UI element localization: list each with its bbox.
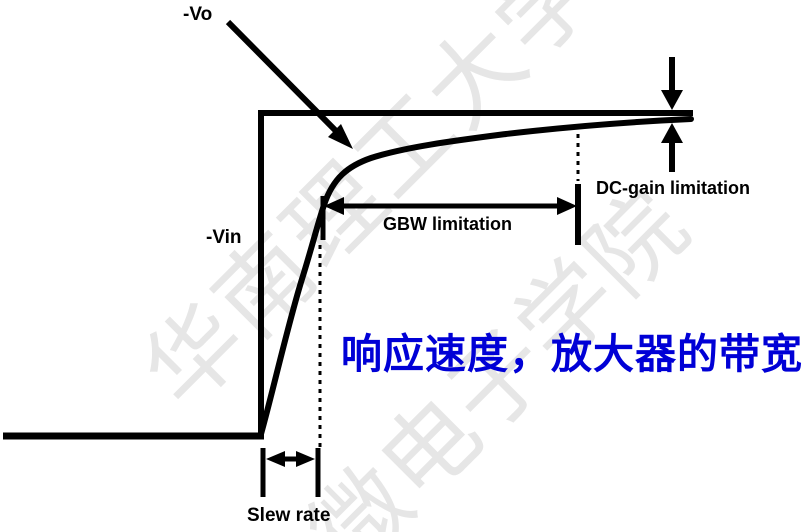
gbw-arrowhead-left [324,197,344,215]
vo-pointer-arrow-line [225,19,339,134]
vin-label: -Vin [206,227,242,248]
output-response-curve [258,116,694,437]
vo-label: -Vo [183,4,213,25]
dc-gain-down-arrowhead [661,90,683,110]
dc-gain-limitation-label: DC-gain limitation [596,178,750,198]
gbw-limitation-label: GBW limitation [383,214,512,234]
vo-pointer-arrowhead [328,124,353,149]
dc-gain-up-arrowhead [661,123,683,143]
caption-text: 响应速度，放大器的带宽 [341,331,803,377]
slew-arrowhead-left [266,451,285,467]
gbw-arrowhead-right [557,197,577,215]
slew-arrowhead-right [296,451,315,467]
slew-rate-label: Slew rate [247,505,331,526]
